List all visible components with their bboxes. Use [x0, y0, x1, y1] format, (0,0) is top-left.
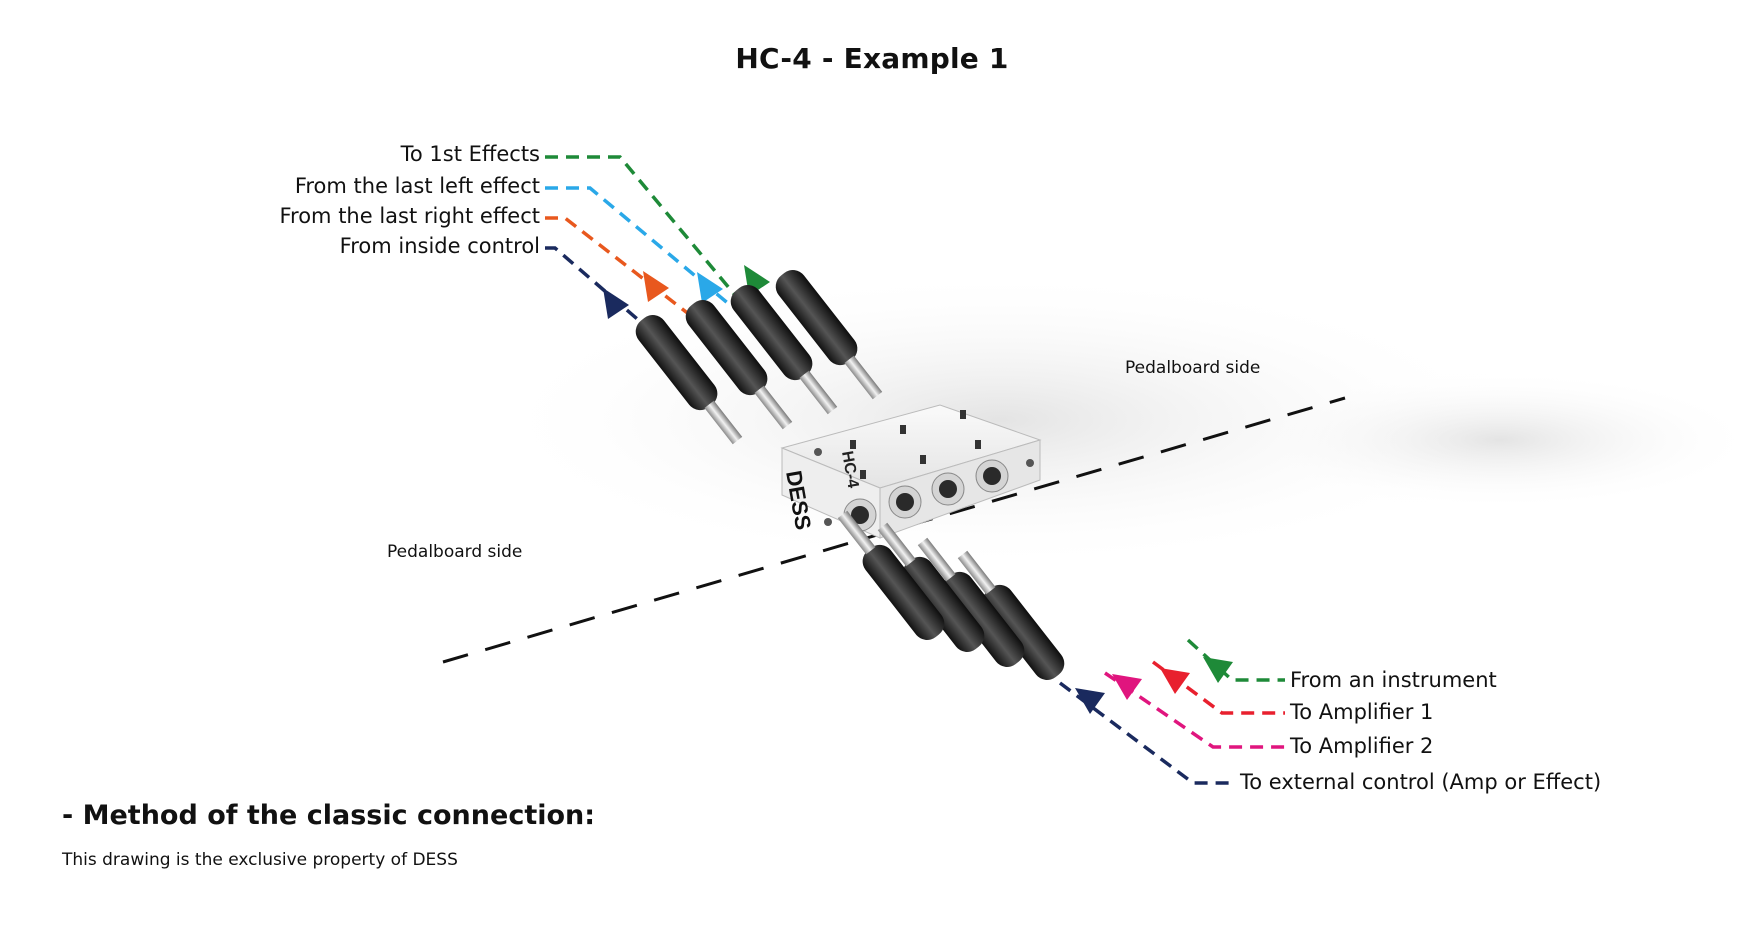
- label-to-amplifier-1: To Amplifier 1: [1290, 700, 1434, 724]
- signal-line-to-amplifier-2: [1104, 671, 1285, 749]
- label-from-last-right-effect: From the last right effect: [279, 204, 540, 228]
- signal-line-from-an-instrument: [1186, 638, 1285, 682]
- upper-plug-3: [730, 285, 838, 415]
- method-heading: - Method of the classic connection:: [62, 800, 596, 831]
- upper-plug-4: [775, 270, 883, 400]
- jack-socket: [975, 459, 1009, 493]
- device-model: HC-4: [838, 450, 861, 490]
- pedalboard-side-label-upper: Pedalboard side: [1125, 358, 1261, 378]
- jack-socket: [888, 485, 922, 519]
- property-notice: This drawing is the exclusive property o…: [62, 850, 458, 870]
- screw-icon: [824, 518, 832, 526]
- floor-shadow: [1240, 370, 1744, 510]
- signal-line-from-last-right-effect: [545, 216, 692, 317]
- screw-icon: [1026, 459, 1034, 467]
- lower-plug-1: [957, 550, 1065, 680]
- label-to-amplifier-2: To Amplifier 2: [1290, 734, 1434, 758]
- signal-line-from-inside-control: [545, 246, 652, 332]
- signal-line-to-external-control: [1058, 681, 1235, 785]
- arrow-icon: [1203, 657, 1233, 683]
- page-title: HC-4 - Example 1: [735, 42, 1009, 75]
- lower-plug-4: [837, 510, 945, 640]
- upper-plug-2: [685, 300, 793, 430]
- signal-line-from-last-left-effect: [545, 186, 732, 307]
- arrow-icon: [1160, 668, 1190, 694]
- pedalboard-divider-line: [442, 396, 1346, 664]
- arrow-icon: [1112, 674, 1142, 700]
- lower-plug-2: [917, 537, 1025, 667]
- screw-icon: [814, 448, 822, 456]
- label-from-an-instrument: From an instrument: [1290, 668, 1497, 692]
- arrow-icon: [1075, 688, 1105, 714]
- label-to-external-control: To external control (Amp or Effect): [1240, 770, 1602, 794]
- arrow-icon: [603, 288, 629, 319]
- lower-plug-3: [877, 522, 985, 652]
- label-to-1st-effects: To 1st Effects: [400, 142, 540, 166]
- arrow-icon: [643, 271, 669, 302]
- pedalboard-side-label-lower: Pedalboard side: [387, 542, 523, 562]
- hc4-device: [780, 404, 1042, 539]
- label-from-inside-control: From inside control: [339, 234, 540, 258]
- arrow-icon: [697, 272, 723, 303]
- jack-socket: [931, 472, 965, 506]
- signal-line-to-1st-effects: [545, 155, 737, 297]
- label-from-last-left-effect: From the last left effect: [294, 174, 540, 198]
- upper-plug-1: [635, 315, 743, 445]
